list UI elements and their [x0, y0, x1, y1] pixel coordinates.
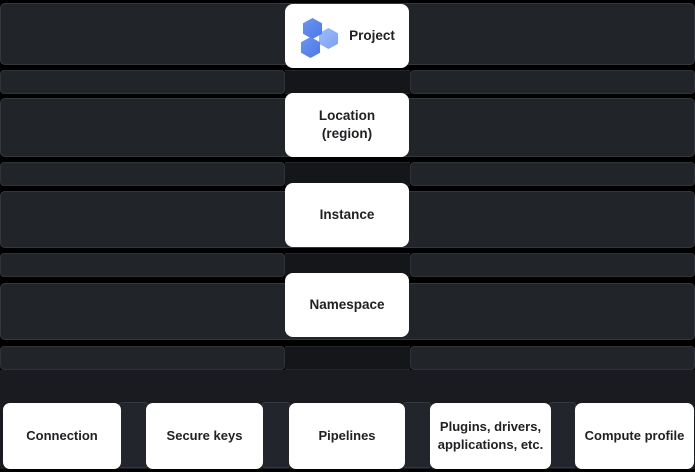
connector-band-center [285, 346, 410, 370]
node-project: Project [285, 4, 409, 68]
node-plugins: Plugins, drivers, applications, etc. [430, 403, 551, 469]
project-hexagons-icon [299, 13, 339, 59]
connector-band [0, 253, 285, 277]
secure-keys-label: Secure keys [166, 428, 243, 443]
connector-band [0, 346, 285, 370]
project-label: Project [349, 28, 395, 43]
node-connection: Connection [3, 403, 121, 469]
namespace-label: Namespace [309, 297, 385, 312]
connector-band [410, 162, 695, 186]
instance-label: Instance [319, 207, 375, 222]
resource-gap-pillar [262, 402, 290, 468]
resource-gap-pillar [403, 402, 431, 468]
compute-profile-label: Compute profile [584, 428, 685, 443]
connector-band [410, 253, 695, 277]
pipelines-label: Pipelines [318, 428, 376, 443]
connector-band-center [285, 162, 410, 186]
connector-band-center [285, 70, 410, 94]
resource-gap-pillar [549, 402, 576, 468]
node-instance: Instance [285, 183, 409, 247]
node-namespace: Namespace [285, 273, 409, 337]
connector-band [410, 70, 695, 94]
connector-band [0, 162, 285, 186]
node-secure-keys: Secure keys [146, 403, 263, 469]
node-location: Location (region) [285, 93, 409, 157]
connector-band [410, 346, 695, 370]
connector-band [0, 70, 285, 94]
resource-gap-pillar [119, 402, 148, 468]
node-compute-profile: Compute profile [575, 403, 694, 469]
connection-label: Connection [26, 428, 98, 443]
node-pipelines: Pipelines [289, 403, 405, 469]
location-label: Location (region) [318, 108, 376, 141]
plugins-label: Plugins, drivers, applications, etc. [437, 419, 544, 452]
